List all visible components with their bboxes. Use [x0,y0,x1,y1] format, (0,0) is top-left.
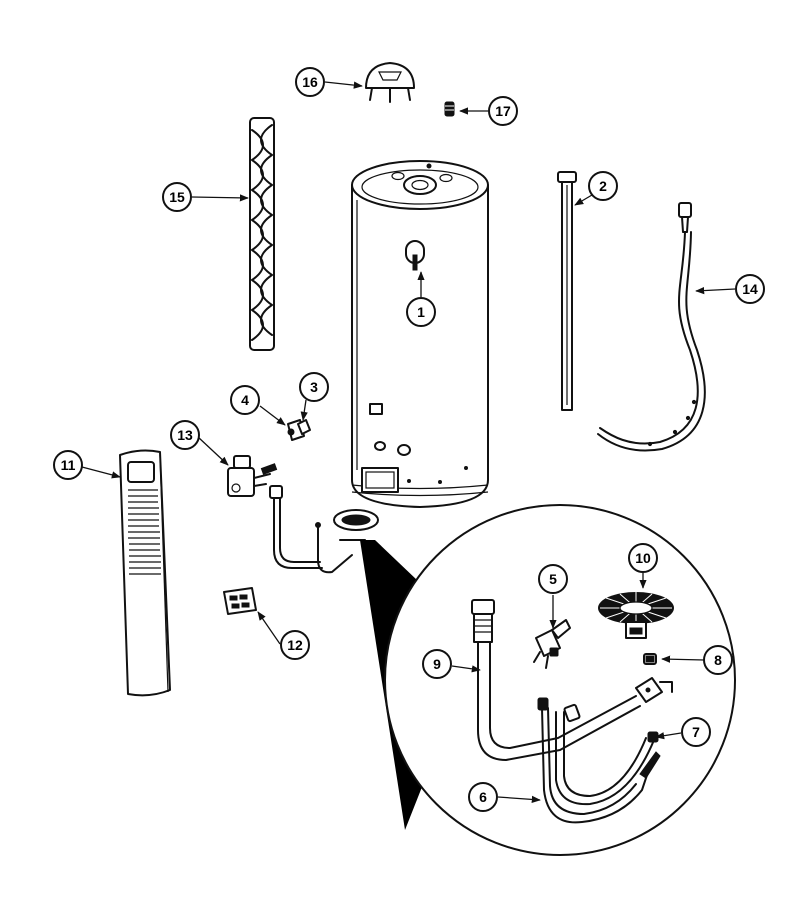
callout-7-label: 7 [692,724,700,740]
callout-leaders [81,81,736,804]
orifice-part [643,653,657,665]
callout-6-label: 6 [479,789,487,805]
anode-rod-part [597,202,706,452]
callout-17: 17 [488,96,518,126]
callout-13: 13 [170,420,200,450]
drain-valve-part [287,419,311,441]
callout-5-label: 5 [549,571,557,587]
nipple-part [444,101,455,117]
callout-11-label: 11 [61,457,76,473]
callout-7: 7 [681,717,711,747]
callout-10: 10 [628,543,658,573]
callout-1: 1 [406,297,436,327]
pilot-tube-part [555,703,659,806]
callout-16: 16 [295,67,325,97]
callout-17-label: 17 [495,103,511,119]
callout-4-label: 4 [241,392,249,408]
burner-assembly-small [269,485,379,574]
callout-3: 3 [299,372,329,402]
gas-control-part [227,455,278,497]
pilot-assembly-part [533,619,571,669]
callout-5: 5 [538,564,568,594]
thermocouple-part [537,697,661,824]
flue-baffle-part [249,117,275,351]
callout-8: 8 [703,645,733,675]
label-plate-part [223,587,257,615]
dip-tube-part [557,171,577,411]
callout-9: 9 [422,649,452,679]
callout-2: 2 [588,171,618,201]
callout-8-label: 8 [714,652,722,668]
water-heater-tank [351,160,489,508]
callout-10-label: 10 [635,550,651,566]
callout-2-label: 2 [599,178,607,194]
callout-1-label: 1 [417,304,425,320]
callout-15: 15 [162,182,192,212]
callout-6: 6 [468,782,498,812]
callout-4: 4 [230,385,260,415]
detail-magnifier-circle [384,504,736,856]
callout-14-label: 14 [742,281,758,297]
callout-12: 12 [280,630,310,660]
tank-top-cap-part [365,62,415,103]
manifold-tube-part [471,599,673,761]
callout-12-label: 12 [287,637,303,653]
callout-11: 11 [53,450,83,480]
callout-3-label: 3 [310,379,318,395]
callout-15-label: 15 [169,189,185,205]
callout-13-label: 13 [177,427,193,443]
burner-part [598,592,674,639]
callout-16-label: 16 [302,74,318,90]
outer-door-part [119,449,171,697]
callout-9-label: 9 [433,656,441,672]
callout-14: 14 [735,274,765,304]
